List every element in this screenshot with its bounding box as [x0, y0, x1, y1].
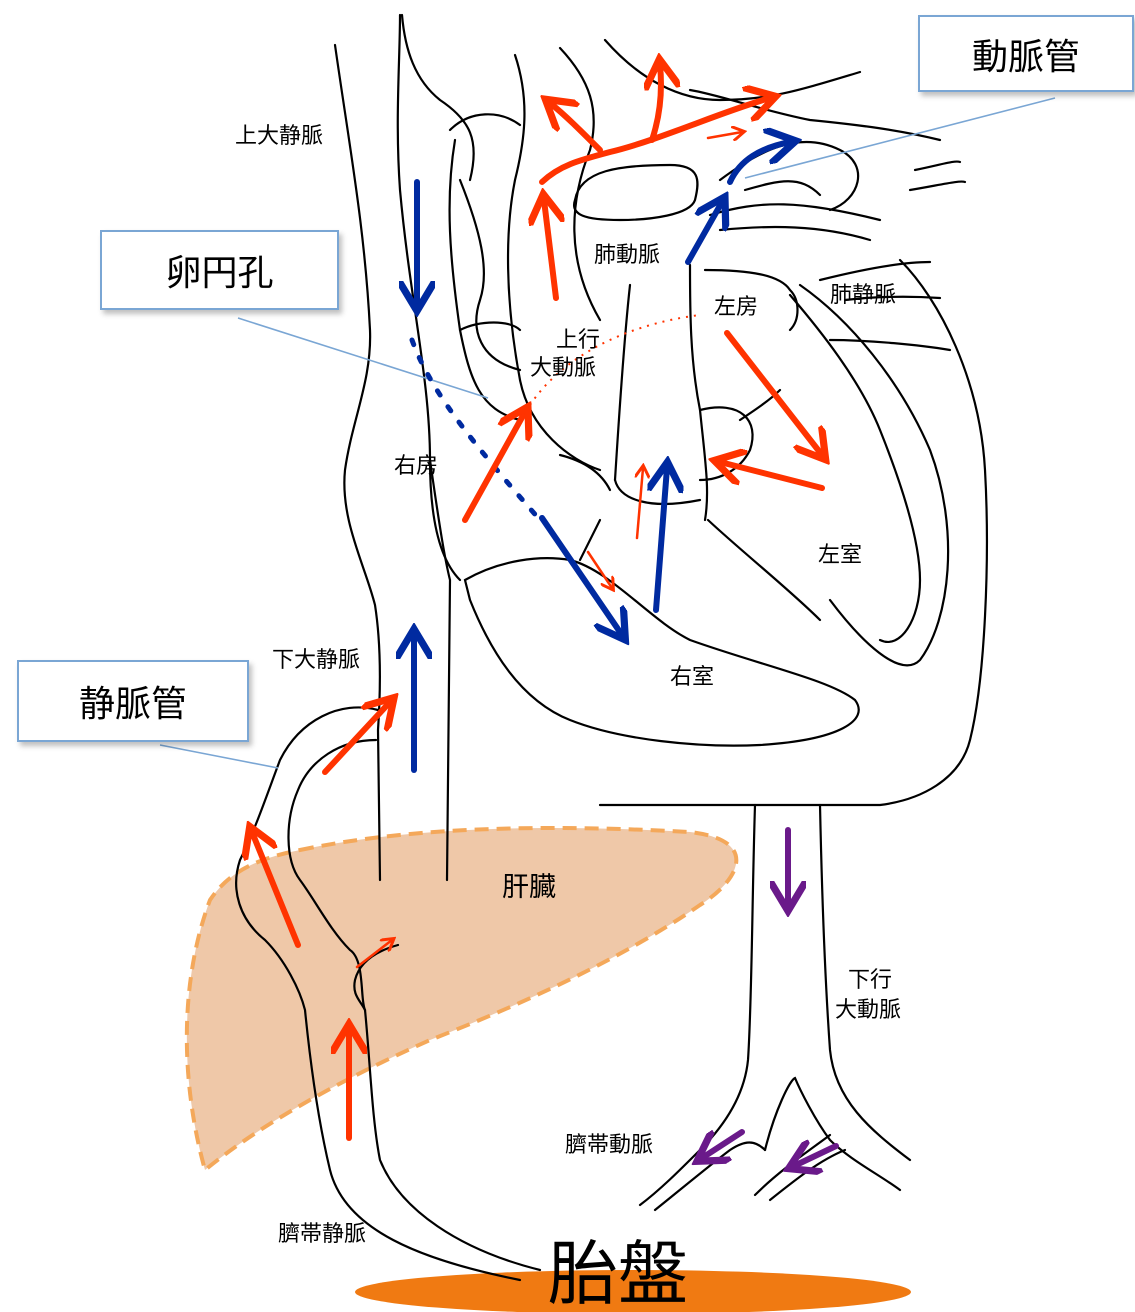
label-right-atrium: 右房: [394, 454, 438, 480]
label-superior-vena-cava: 上大静脈: [235, 124, 323, 150]
deoxygenated-flow-arrows: [414, 142, 790, 770]
label-descending-aorta-line1: 下行: [840, 968, 900, 994]
label-umbilical-artery: 臍帯動脈: [565, 1133, 653, 1159]
label-umbilical-vein: 臍帯静脈: [278, 1222, 366, 1248]
label-descending-aorta-line2: 大動脈: [835, 998, 901, 1024]
label-left-atrium: 左房: [714, 295, 758, 321]
callout-foramen-ovale: 卵円孔: [100, 230, 339, 310]
callout-ductus-venosus: 静脈管: [17, 660, 249, 742]
label-right-ventricle: 右室: [670, 665, 714, 691]
label-ascending-aorta-line2: 大動脈: [530, 356, 596, 382]
label-inferior-vena-cava: 下大静脈: [272, 648, 360, 674]
label-pulmonary-artery: 肺動脈: [594, 243, 660, 269]
label-placenta: 胎盤: [548, 1218, 688, 1312]
label-pulmonary-vein: 肺静脈: [830, 283, 896, 309]
label-left-ventricle: 左室: [818, 543, 862, 569]
label-ascending-aorta-line1: 上行: [548, 328, 608, 354]
callout-ductus-arteriosus: 動脈管: [918, 15, 1134, 92]
label-liver: 肝臓: [502, 872, 556, 904]
